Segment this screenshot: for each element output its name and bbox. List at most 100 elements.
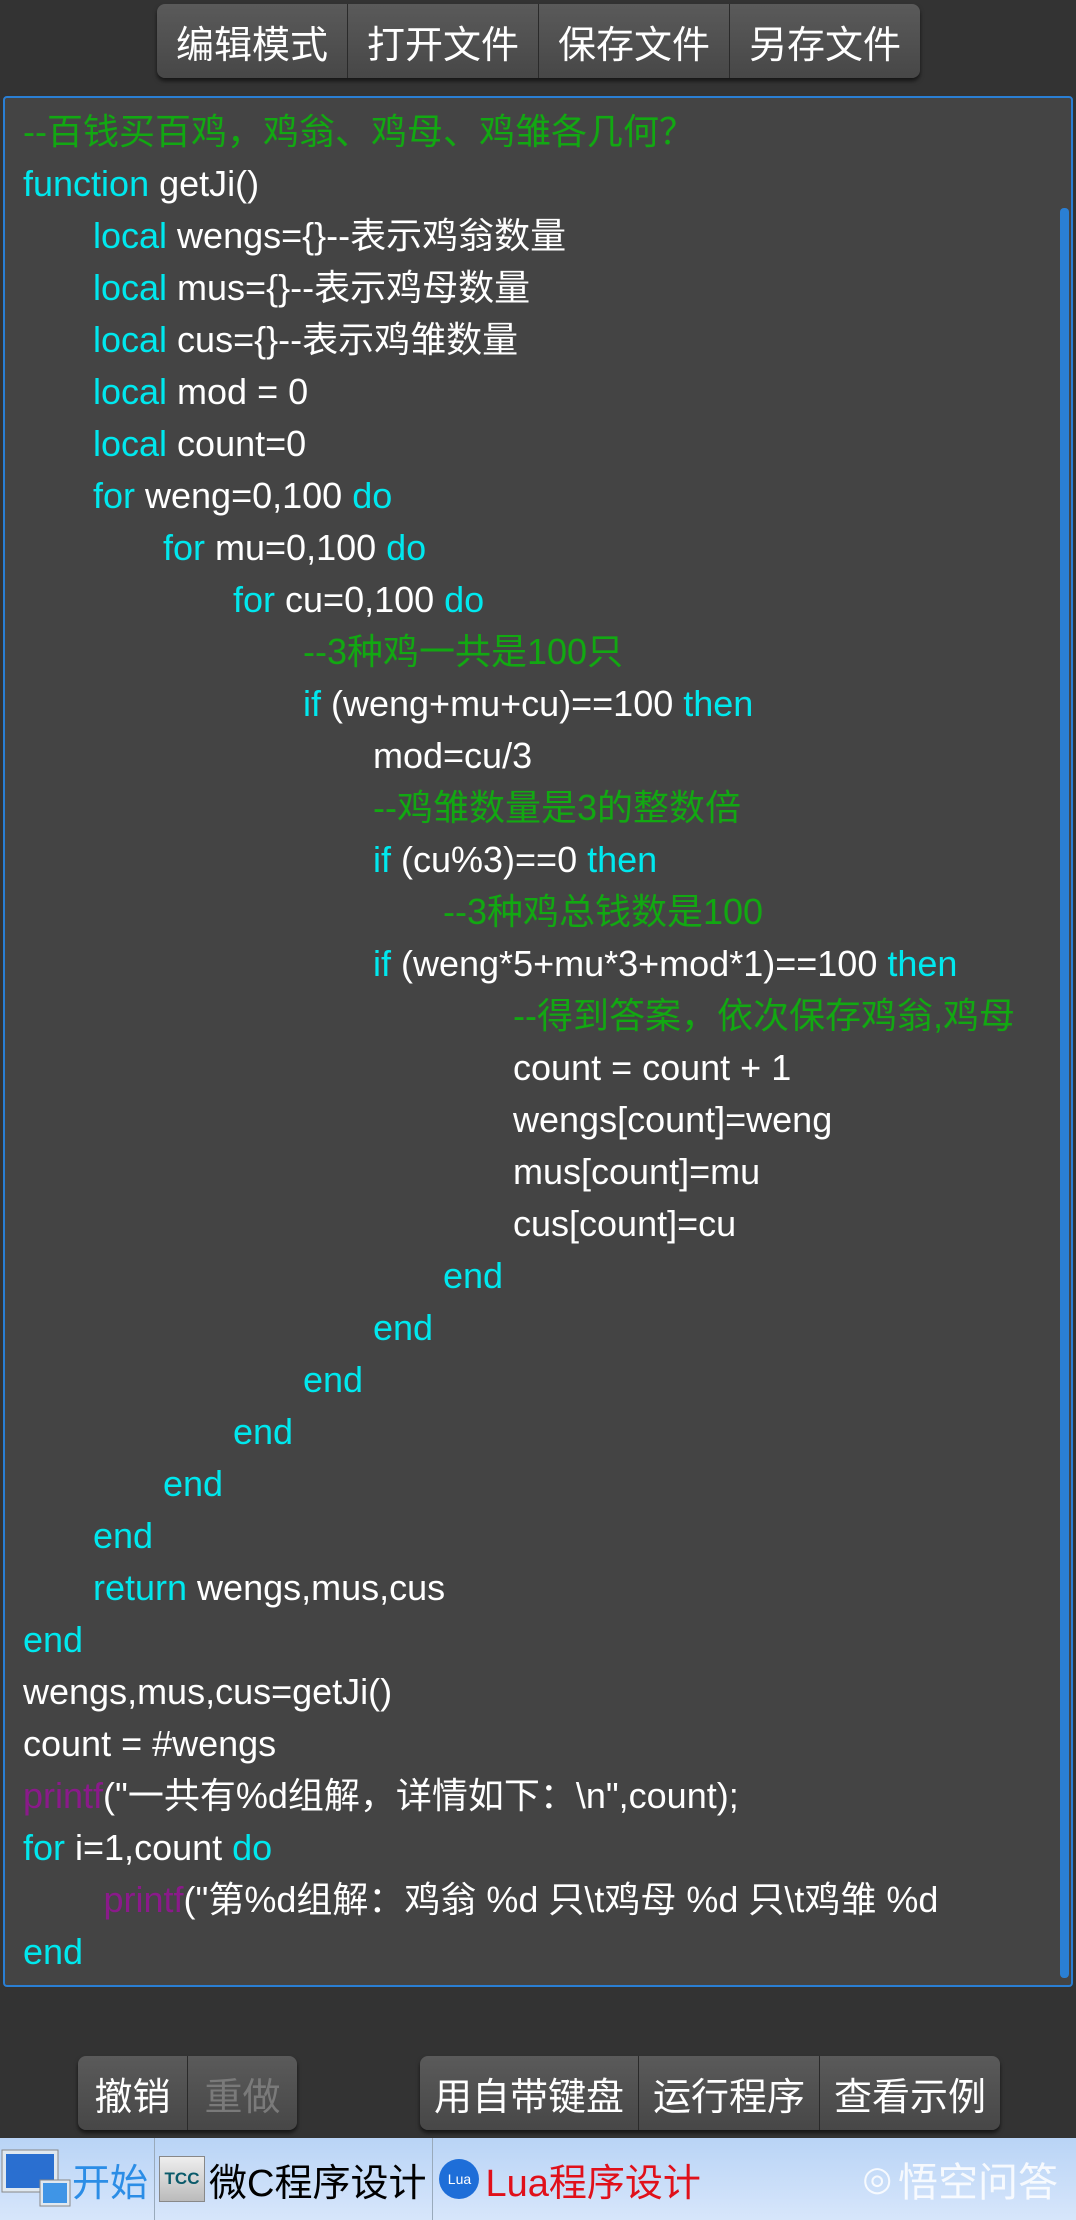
tcc-icon: TCC <box>159 2156 206 2202</box>
code-line: count = #wengs <box>23 1718 1045 1770</box>
code-line: --3种鸡一共是100只 <box>23 626 1045 678</box>
tcc-label: 微C程序设计 <box>209 2162 427 2205</box>
code-text: count=0 <box>167 423 307 464</box>
watermark-logo-icon: ◎ <box>862 2160 892 2198</box>
code-content[interactable]: --百钱买百鸡，鸡翁、鸡母、鸡雏各几何？function getJi()loca… <box>23 106 1045 1985</box>
code-keyword: if <box>373 943 391 984</box>
code-text: wengs[count]=weng <box>513 1099 833 1140</box>
code-keyword: end <box>443 1255 504 1296</box>
tcc-task[interactable]: TCC 微C程序设计 <box>155 2138 434 2220</box>
code-line: --3种鸡总钱数是100 <box>23 886 1045 938</box>
code-text: count = #wengs <box>23 1723 277 1764</box>
watermark-text: 悟空问答 <box>898 2161 1058 2205</box>
code-line: end <box>23 1354 1045 1406</box>
code-text: mod = 0 <box>167 371 309 412</box>
code-line: printf("第%d组解：鸡翁 %d 只\t鸡母 %d 只\t鸡雏 %d <box>23 1874 1045 1926</box>
code-comment: --3种鸡总钱数是100 <box>443 891 764 932</box>
save-file-button[interactable]: 保存文件 <box>539 4 730 78</box>
code-comment: --得到答案，依次保存鸡翁,鸡母 <box>513 995 1015 1036</box>
start-button[interactable]: 开始 <box>0 2138 156 2220</box>
code-text: ("一共有%d组解，详情如下：\n",count); <box>103 1775 739 1816</box>
code-text: (weng+mu+cu)==100 <box>321 683 684 724</box>
code-keyword: for <box>93 475 136 516</box>
code-line: cus[count]=cu <box>23 1198 1045 1250</box>
code-keyword: do <box>232 1827 273 1868</box>
undo-button[interactable]: 撤销 <box>78 2056 188 2130</box>
lua-task[interactable]: Lua Lua程序设计 <box>433 2138 706 2220</box>
code-line: printf("一共有%d组解，详情如下：\n",count); <box>23 1770 1045 1822</box>
code-line: --得到答案，依次保存鸡翁,鸡母 <box>23 990 1045 1042</box>
editor-scrollbar[interactable] <box>1060 208 1069 1978</box>
code-keyword: then <box>683 683 754 724</box>
redo-button[interactable]: 重做 <box>188 2056 297 2130</box>
code-comment: --3种鸡一共是100只 <box>303 631 624 672</box>
code-keyword: do <box>444 579 485 620</box>
code-keyword: for <box>163 527 206 568</box>
run-program-button[interactable]: 运行程序 <box>639 2056 821 2130</box>
code-text: ("第%d组解：鸡翁 %d 只\t鸡母 %d 只\t鸡雏 %d <box>183 1879 939 1920</box>
code-text: count = count + 1 <box>513 1047 792 1088</box>
code-line: if (weng+mu+cu)==100 then <box>23 678 1045 730</box>
code-text: wengs={}--表示鸡翁数量 <box>167 215 567 256</box>
open-file-button[interactable]: 打开文件 <box>348 4 539 78</box>
code-comment: --鸡雏数量是3的整数倍 <box>373 787 741 828</box>
taskbar: 开始 TCC 微C程序设计 Lua Lua程序设计 ◎ 悟空问答 <box>0 2138 1076 2220</box>
code-line: local mus={}--表示鸡母数量 <box>23 262 1045 314</box>
code-line: local cus={}--表示鸡雏数量 <box>23 314 1045 366</box>
code-keyword: end <box>23 1931 84 1972</box>
code-keyword: return <box>93 1567 188 1608</box>
lua-icon: Lua <box>439 2159 480 2199</box>
code-text: mu=0,100 <box>205 527 387 568</box>
code-line: end <box>23 1406 1045 1458</box>
computer-icon <box>1 2149 71 2207</box>
code-keyword: end <box>373 1307 434 1348</box>
code-line: if (cu%3)==0 then <box>23 834 1045 886</box>
code-keyword: for <box>233 579 276 620</box>
code-keyword: end <box>23 1619 84 1660</box>
code-line: local wengs={}--表示鸡翁数量 <box>23 210 1045 262</box>
code-text: i=1,count <box>65 1827 233 1868</box>
code-keyword: for <box>23 1827 66 1868</box>
code-keyword: local <box>93 267 168 308</box>
code-line: for mu=0,100 do <box>23 522 1045 574</box>
code-keyword: if <box>373 839 391 880</box>
code-editor[interactable]: --百钱买百鸡，鸡翁、鸡母、鸡雏各几何？function getJi()loca… <box>3 96 1073 1987</box>
code-line: if (weng*5+mu*3+mod*1)==100 then <box>23 938 1045 990</box>
code-line: wengs,mus,cus=getJi() <box>23 1666 1045 1718</box>
code-line: end <box>23 1926 1045 1978</box>
code-keyword: local <box>93 319 168 360</box>
code-line: local count=0 <box>23 418 1045 470</box>
run-group: 用自带键盘 运行程序 查看示例 <box>420 2056 1001 2130</box>
code-text: mod=cu/3 <box>373 735 533 776</box>
code-keyword: local <box>93 215 168 256</box>
code-line: wengs[count]=weng <box>23 1094 1045 1146</box>
builtin-keyboard-button[interactable]: 用自带键盘 <box>420 2056 640 2130</box>
code-text: mus[count]=mu <box>513 1151 761 1192</box>
view-examples-button[interactable]: 查看示例 <box>820 2056 1001 2130</box>
code-text: wengs,mus,cus=getJi() <box>23 1671 393 1712</box>
lua-label: Lua程序设计 <box>485 2162 701 2205</box>
code-keyword: end <box>303 1359 364 1400</box>
save-as-button[interactable]: 另存文件 <box>730 4 920 78</box>
code-text: wengs,mus,cus <box>187 1567 446 1608</box>
code-function: printf <box>23 1775 104 1816</box>
code-line: for i=1,count do <box>23 1822 1045 1874</box>
code-line: mod=cu/3 <box>23 730 1045 782</box>
code-keyword: do <box>386 527 427 568</box>
code-line: for cu=0,100 do <box>23 574 1045 626</box>
code-line: for weng=0,100 do <box>23 470 1045 522</box>
code-keyword: function <box>23 163 150 204</box>
code-keyword: end <box>93 1515 154 1556</box>
undo-redo-group: 撤销 重做 <box>78 2056 297 2130</box>
code-function: printf <box>103 1879 184 1920</box>
code-text: weng=0,100 <box>135 475 353 516</box>
code-line: end <box>23 1250 1045 1302</box>
watermark: ◎ 悟空问答 <box>862 2138 1058 2220</box>
code-text: mus={}--表示鸡母数量 <box>167 267 531 308</box>
code-comment: --百钱买百鸡，鸡翁、鸡母、鸡雏各几何？ <box>23 111 695 152</box>
edit-mode-button[interactable]: 编辑模式 <box>157 4 348 78</box>
code-keyword: then <box>587 839 658 880</box>
code-text: (cu%3)==0 <box>391 839 588 880</box>
code-text: cu=0,100 <box>275 579 445 620</box>
code-text: cus={}--表示鸡雏数量 <box>167 319 519 360</box>
